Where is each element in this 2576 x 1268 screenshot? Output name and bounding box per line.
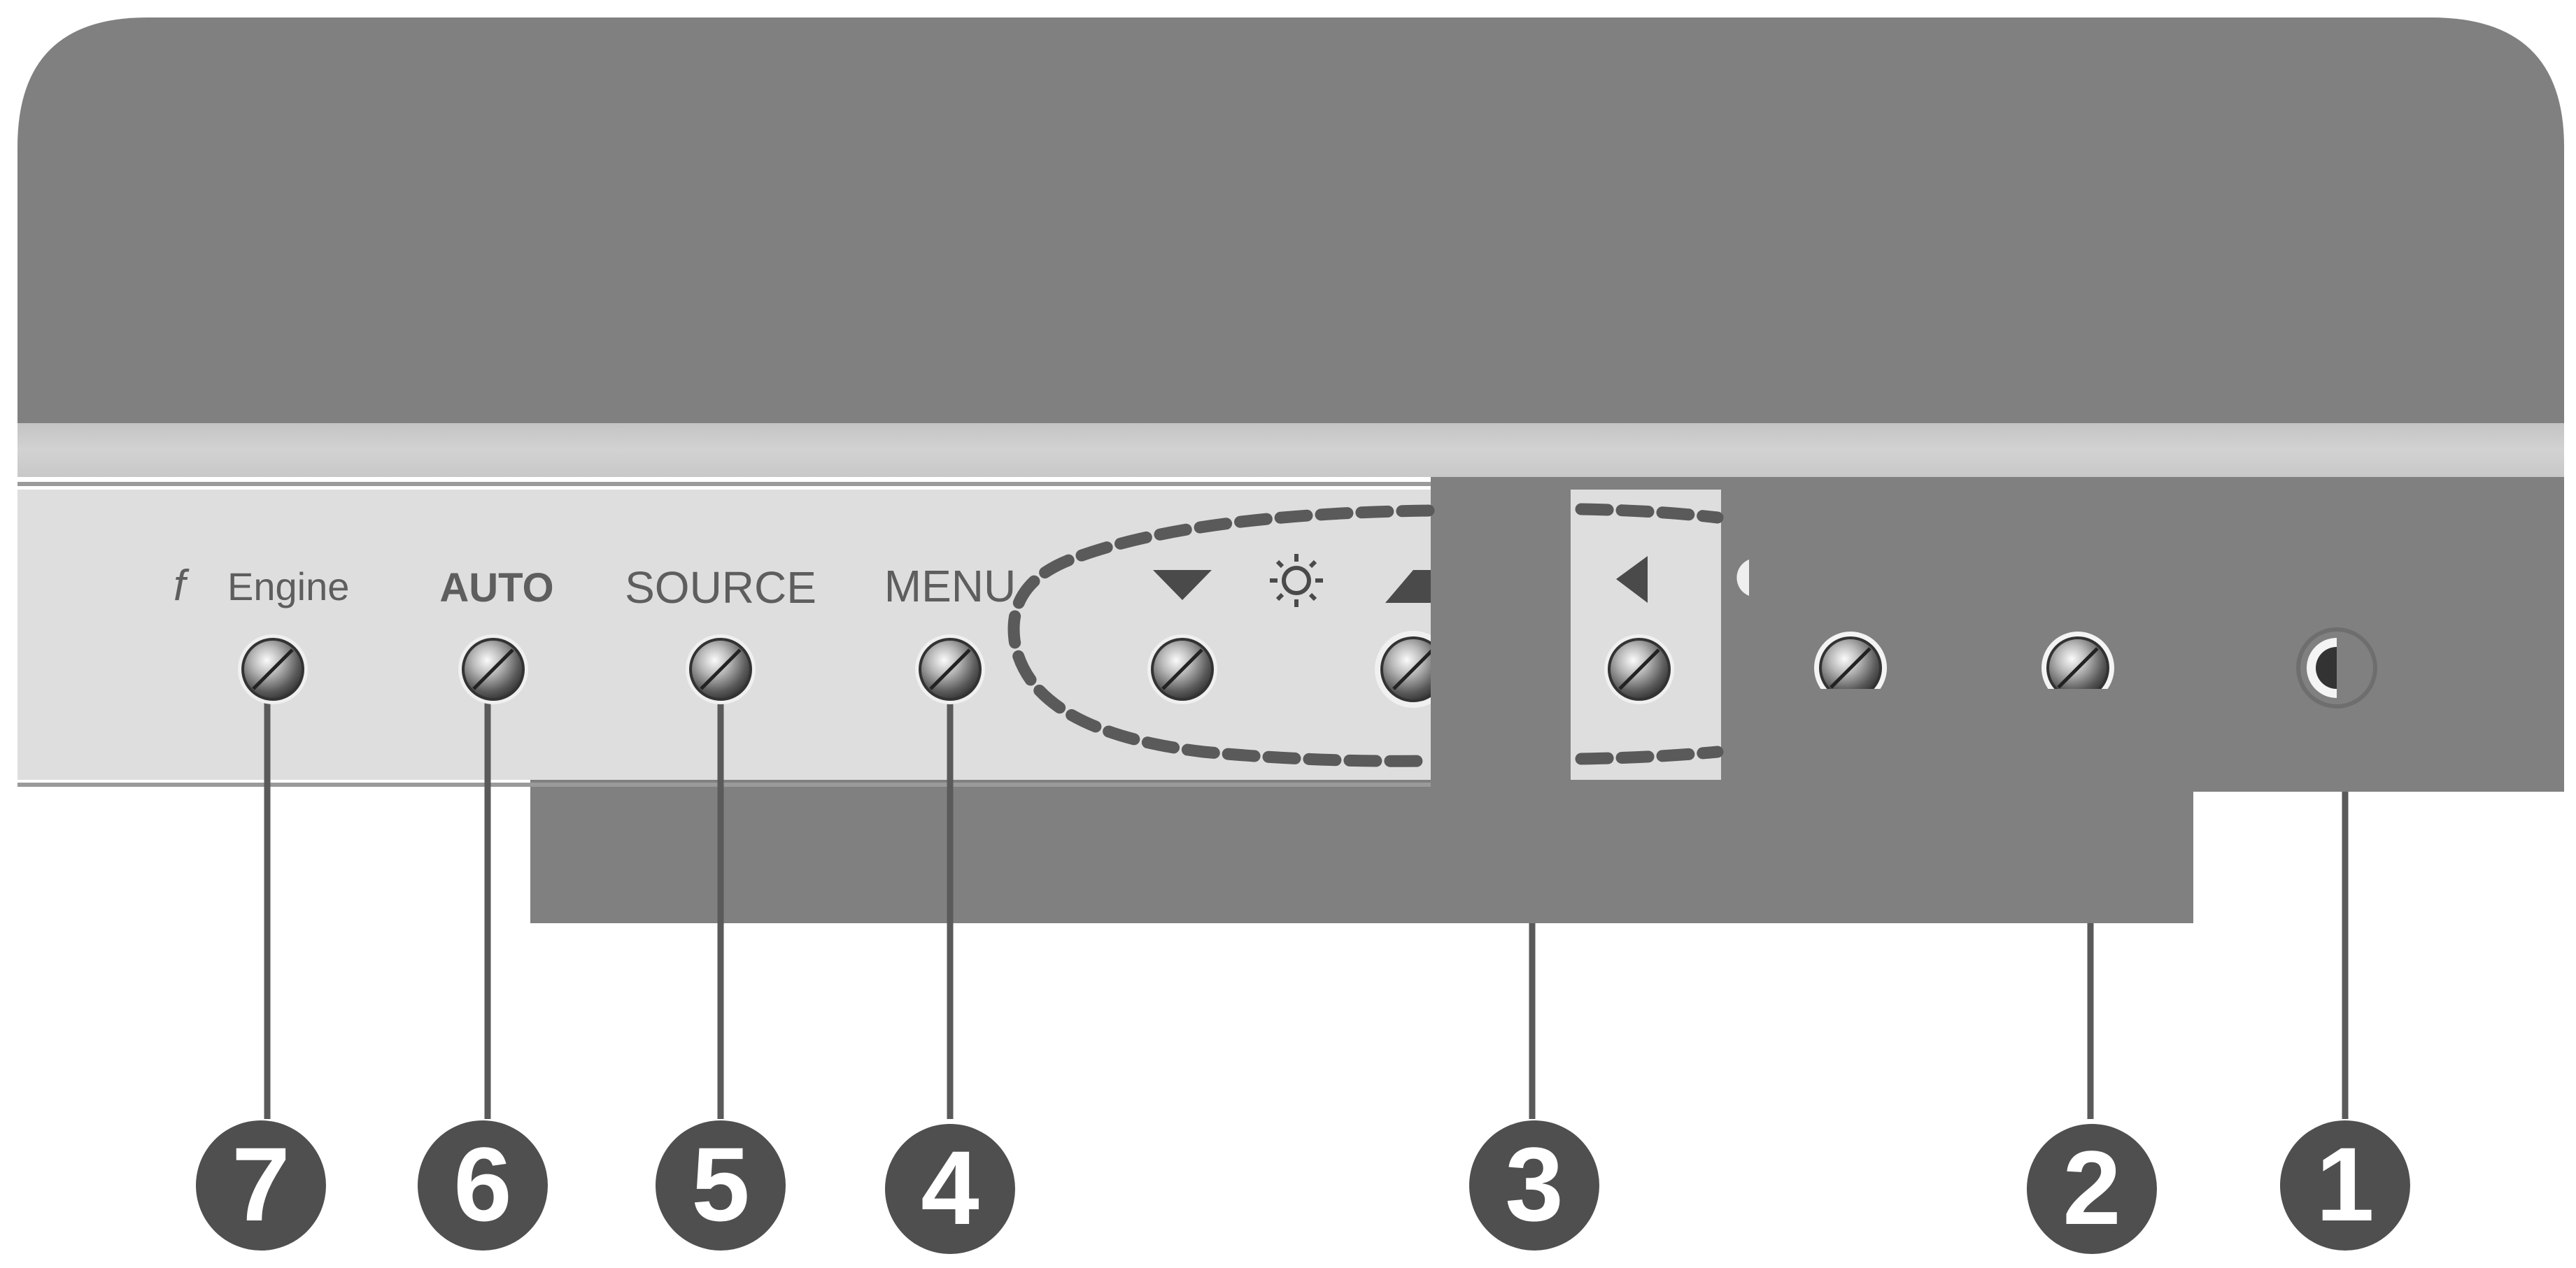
svg-text:4: 4 (921, 1129, 979, 1246)
svg-text:5: 5 (691, 1125, 749, 1243)
bezel-strip (17, 423, 2564, 477)
menu-button[interactable] (915, 634, 985, 704)
svg-text:7: 7 (232, 1125, 290, 1243)
callout-7: 7 (196, 1120, 326, 1251)
arrow-group-outline-left (1007, 504, 1435, 767)
callout-2: 2 (2027, 1124, 2157, 1254)
source-button[interactable] (686, 634, 756, 704)
select-button[interactable] (2039, 632, 2116, 710)
source-label: SOURCE (625, 562, 816, 613)
callout-1: 1 (2280, 1120, 2410, 1251)
down-arrow-button[interactable] (1147, 634, 1217, 704)
triangle-up-icon (1385, 570, 1431, 603)
auto-label: AUTO (439, 565, 553, 611)
auto-button[interactable] (458, 634, 528, 704)
callout-6: 6 (418, 1120, 548, 1251)
svg-text:6: 6 (453, 1125, 511, 1243)
arrow-group-outline-right (1575, 503, 1724, 765)
partial-icon (1736, 560, 1749, 596)
right-arrow-button[interactable] (1812, 632, 1889, 710)
triangle-down-icon (1153, 570, 1212, 600)
fengine-label: Engine (227, 564, 349, 608)
monitor-base (530, 780, 2193, 923)
svg-text:3: 3 (1505, 1125, 1563, 1243)
menu-label: MENU (884, 561, 1016, 611)
triangle-left-icon (1616, 556, 1648, 603)
callout-lines (264, 670, 2349, 1119)
svg-text:1: 1 (2316, 1125, 2374, 1243)
left-arrow-button[interactable] (1604, 634, 1674, 704)
panel-edge-cover (1431, 615, 1459, 727)
svg-text:2: 2 (2062, 1129, 2121, 1246)
callout-3: 3 (1469, 1120, 1599, 1251)
fengine-button[interactable] (238, 634, 308, 704)
sun-icon (1270, 554, 1323, 607)
callout-5: 5 (656, 1120, 786, 1251)
monitor-bezel (17, 17, 2564, 423)
panel-inset (1571, 490, 1721, 780)
power-button[interactable] (2296, 627, 2377, 708)
callout-4: 4 (885, 1124, 1015, 1254)
